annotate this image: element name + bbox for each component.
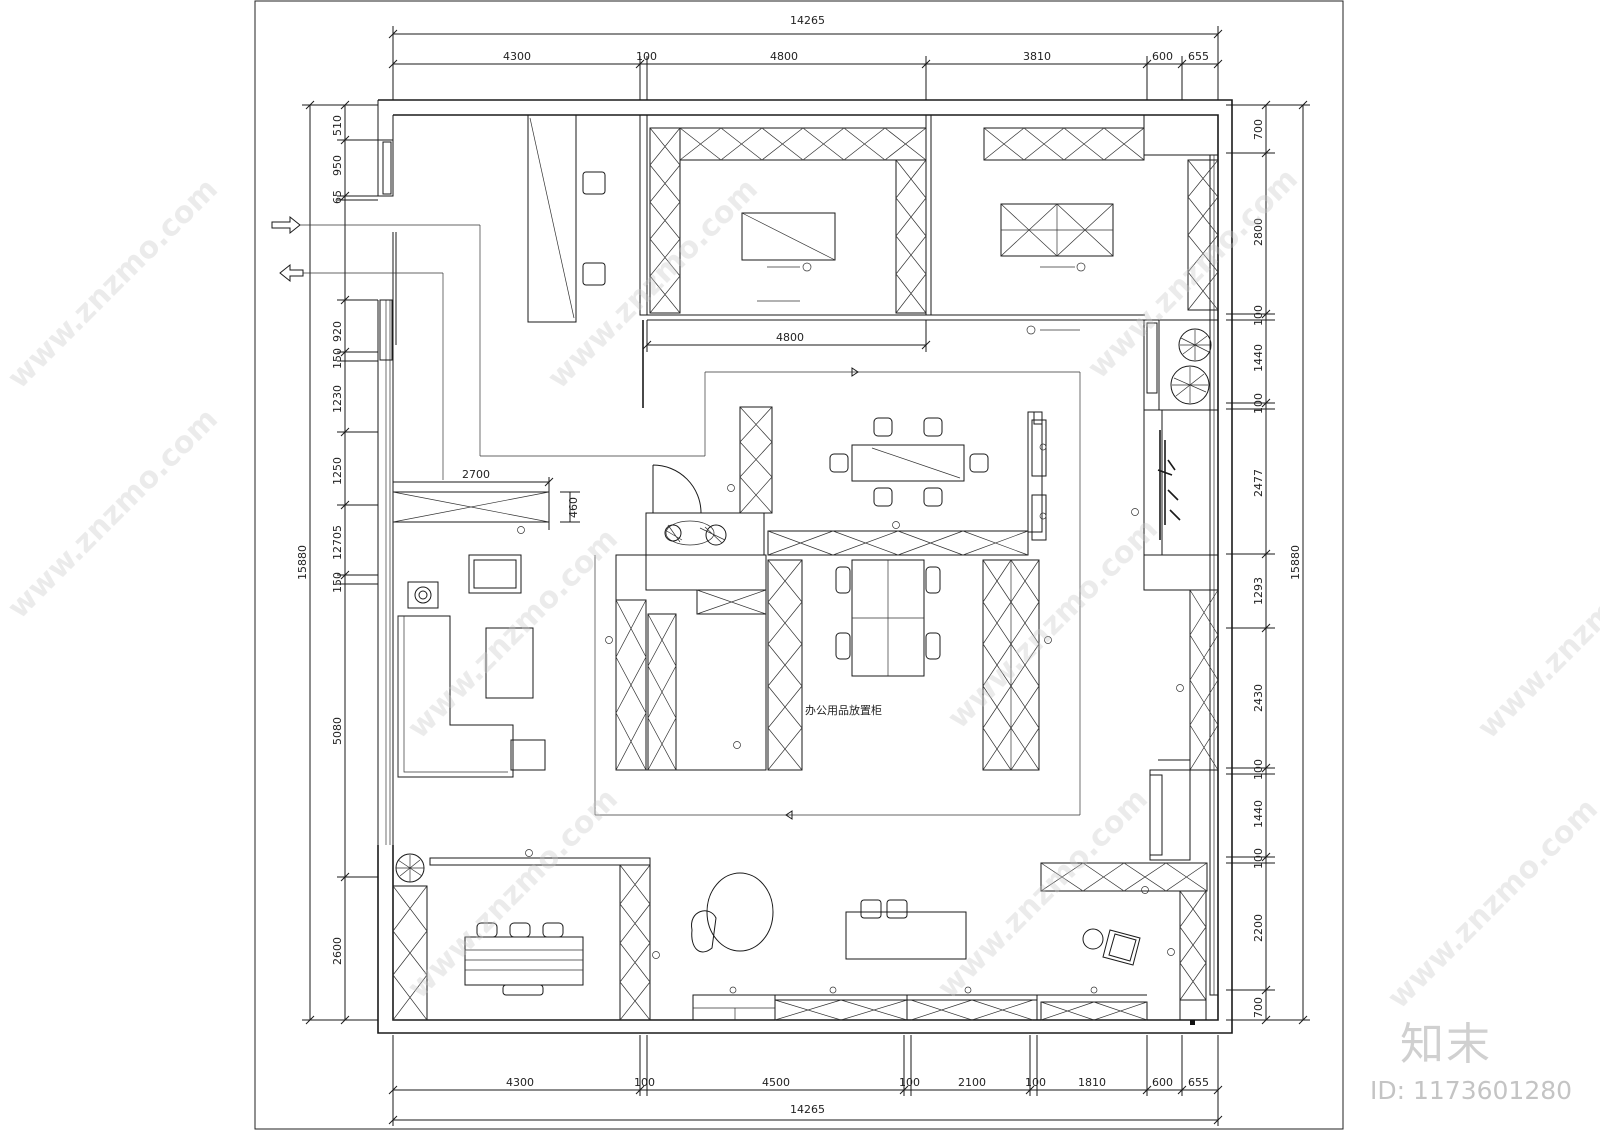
id-watermark: ID: 1173601280 — [1370, 1076, 1573, 1105]
dim-right-seg-11: 2200 — [1252, 914, 1265, 942]
dim-left-seg-0: 510 — [331, 115, 344, 136]
dimension-lounge — [393, 477, 580, 530]
dim-lounge-width: 2700 — [462, 468, 490, 481]
dim-bottom-seg-7: 600 — [1152, 1076, 1173, 1089]
dimension-top — [388, 26, 1223, 100]
watermark-site: www.znzmo.com — [401, 782, 625, 1006]
exit-arrow-icon — [279, 263, 444, 480]
work-area — [605, 406, 1052, 771]
dim-left-seg-1: 950 — [331, 155, 344, 176]
sheet-frame — [254, 0, 1344, 1130]
brand-watermark: 知末 — [1400, 1019, 1492, 1070]
watermark-site: www.znzmo.com — [1381, 792, 1600, 1016]
dim-top-seg-3: 3810 — [1023, 50, 1051, 63]
dim-right-seg-10: 100 — [1252, 848, 1265, 869]
dim-top-seg-2: 4800 — [770, 50, 798, 63]
watermark-site: www.znzmo.com — [1, 172, 225, 396]
watermark-site: www.znzmo.com — [941, 512, 1165, 736]
dim-bottom-seg-2: 4500 — [762, 1076, 790, 1089]
dim-top-seg-5: 655 — [1188, 50, 1209, 63]
office-area — [1040, 862, 1208, 1025]
dim-left-seg-6: 1250 — [331, 457, 344, 485]
dim-top-seg-0: 4300 — [503, 50, 531, 63]
dim-left-seg-5: 1230 — [331, 385, 344, 413]
dim-bottom-seg-4: 2100 — [958, 1076, 986, 1089]
dim-right-seg-5: 2477 — [1252, 469, 1265, 497]
pantry-area — [392, 849, 651, 1021]
dim-bottom-seg-8: 655 — [1188, 1076, 1209, 1089]
dim-meeting-width: 4800 — [776, 331, 804, 344]
dim-right-seg-4: 100 — [1252, 393, 1265, 414]
dim-right-seg-1: 2800 — [1252, 218, 1265, 246]
entry-arrow-icon — [271, 215, 1081, 816]
watermark-site: www.znzmo.com — [1471, 522, 1600, 746]
dim-right-seg-9: 1440 — [1252, 800, 1265, 828]
flow-arrow-icon — [785, 810, 793, 820]
dim-top-total: 14265 — [790, 14, 825, 27]
dimension-meeting — [642, 320, 931, 352]
dim-left-seg-3: 920 — [331, 321, 344, 342]
watermark-site: www.znzmo.com — [1081, 162, 1305, 386]
dim-top-seg-1: 100 — [636, 50, 657, 63]
plant-icon — [1170, 365, 1210, 405]
watermark-group: www.znzmo.com www.znzmo.com www.znzmo.co… — [1, 162, 1600, 1016]
meeting-rooms — [639, 114, 1219, 335]
dim-top-seg-4: 600 — [1152, 50, 1173, 63]
dim-bottom-seg-1: 100 — [634, 1076, 655, 1089]
dim-left-seg-4: 150 — [331, 348, 344, 369]
dim-right-seg-8: 100 — [1252, 759, 1265, 780]
dim-bottom-seg-5: 100 — [1025, 1076, 1046, 1089]
plant-icon — [395, 853, 425, 883]
flow-arrow-icon — [851, 367, 859, 377]
dim-right-seg-12: 700 — [1252, 997, 1265, 1018]
dim-lounge-depth: 460 — [567, 497, 580, 518]
right-side-area — [1131, 319, 1219, 894]
dim-bottom-seg-3: 100 — [899, 1076, 920, 1089]
watermark-site: www.znzmo.com — [1, 402, 225, 626]
dim-bottom-total: 14265 — [790, 1103, 825, 1116]
dim-left-total: 15880 — [296, 545, 309, 580]
plant-icon — [664, 520, 727, 546]
center-area-label: 办公用品放置柜 — [805, 703, 882, 717]
plant-icon — [1178, 328, 1212, 362]
dim-left-seg-2: 65 — [331, 190, 344, 204]
dim-right-seg-0: 700 — [1252, 119, 1265, 140]
dim-right-total: 15880 — [1289, 545, 1302, 580]
dim-left-seg-9: 5080 — [331, 717, 344, 745]
dim-right-seg-2: 100 — [1252, 305, 1265, 326]
reception-desk — [527, 114, 606, 323]
dim-bottom-seg-0: 4300 — [506, 1076, 534, 1089]
dim-right-seg-3: 1440 — [1252, 344, 1265, 372]
dim-left-seg-10: 2600 — [331, 937, 344, 965]
dim-bottom-seg-6: 1810 — [1078, 1076, 1106, 1089]
dim-left-seg-7: 12705 — [331, 525, 344, 560]
product-display-area — [652, 872, 1148, 1021]
dim-right-seg-7: 2430 — [1252, 684, 1265, 712]
dimension-right — [1226, 100, 1310, 1025]
dim-right-seg-6: 1293 — [1252, 577, 1265, 605]
dimension-left — [302, 100, 378, 1025]
dim-left-seg-8: 150 — [331, 572, 344, 593]
dimension-bottom — [388, 1035, 1223, 1126]
